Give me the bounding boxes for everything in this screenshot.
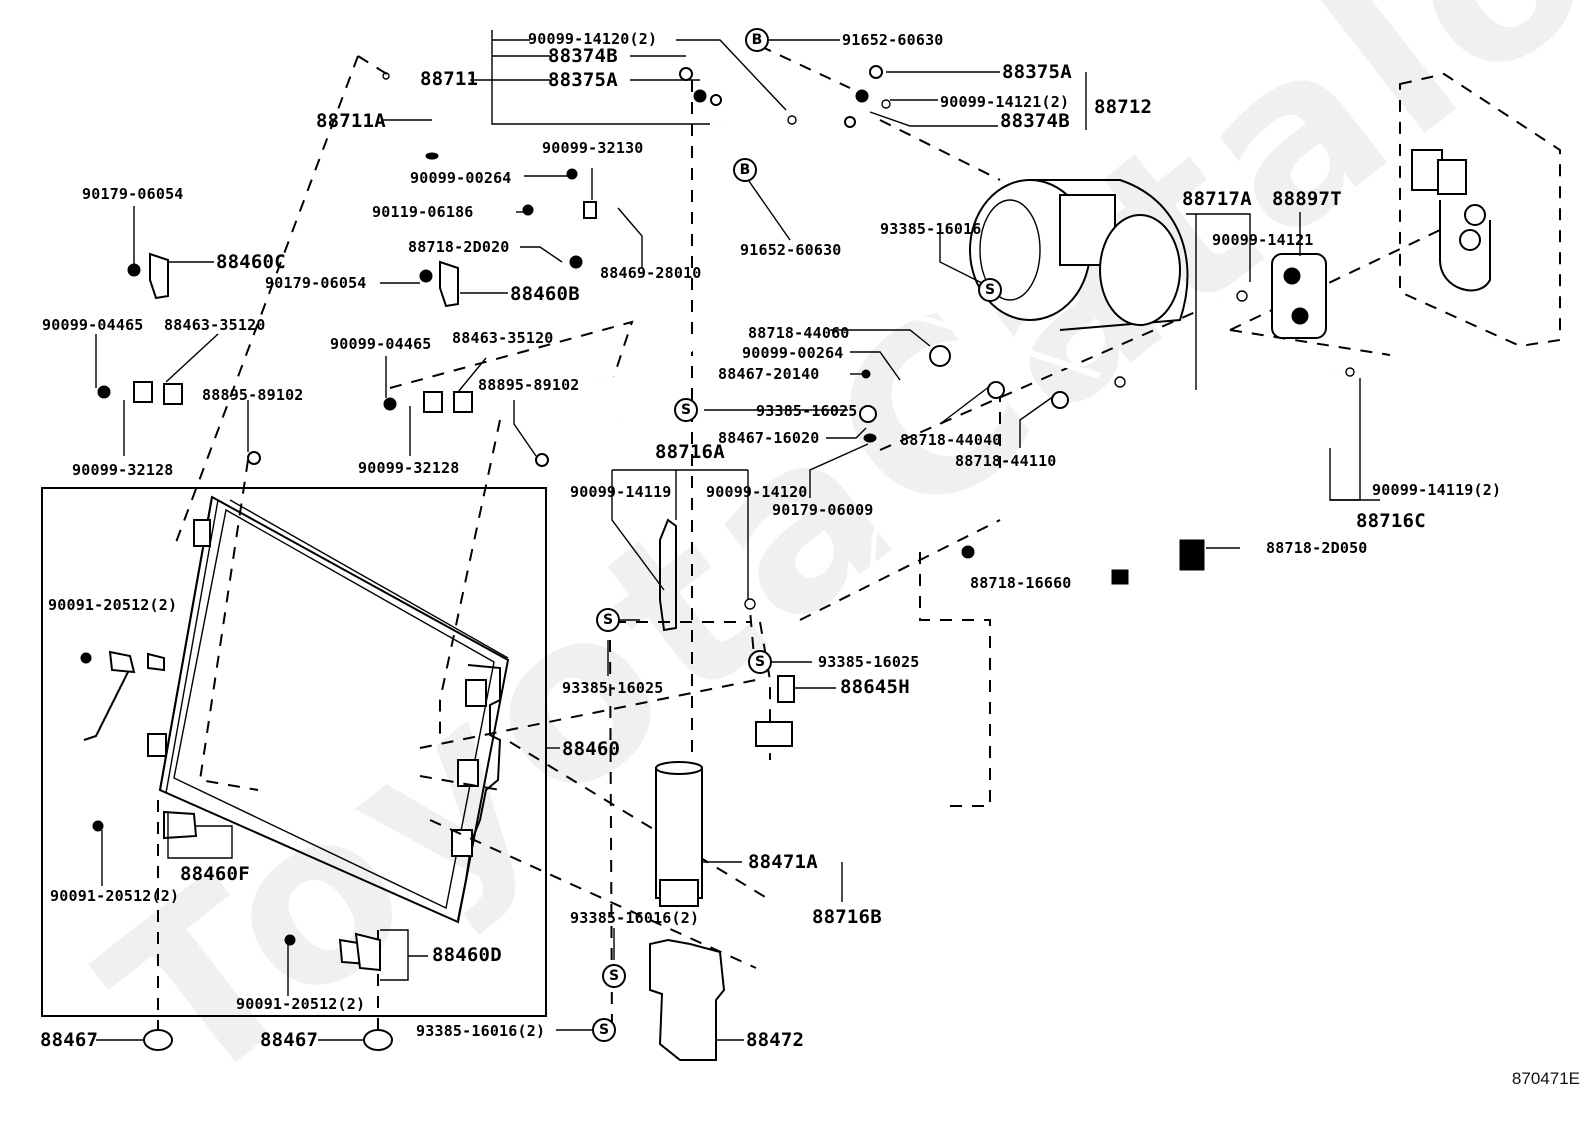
part-label-90099-14121[interactable]: 90099-14121	[1212, 231, 1314, 249]
part-label-90099-32130[interactable]: 90099-32130	[542, 139, 644, 157]
part-label-90179-06054-mid[interactable]: 90179-06054	[265, 274, 367, 292]
s-seal-symbol-bracket-lower: S	[592, 1018, 616, 1042]
part-label-90091-20512-2-b[interactable]: 90091-20512(2)	[50, 887, 180, 905]
leader-lines	[95, 30, 1380, 1041]
part-label-90099-14120[interactable]: 90099-14120	[706, 483, 808, 501]
hardware	[80, 65, 1355, 1051]
part-label-88467-left[interactable]: 88467	[40, 1029, 99, 1051]
pipes	[404, 79, 1343, 866]
part-label-93385-16016-2-a[interactable]: 93385-16016(2)	[570, 909, 700, 927]
part-label-88469-28010[interactable]: 88469-28010	[600, 264, 702, 282]
part-label-88375A-top[interactable]: 88375A	[548, 69, 618, 91]
part-label-88460C[interactable]: 88460C	[216, 251, 286, 273]
pipe-88716B-lower	[783, 735, 944, 864]
part-label-88717A[interactable]: 88717A	[1182, 188, 1252, 210]
pipe-88716B	[599, 123, 721, 381]
part-label-88467-mid[interactable]: 88467	[260, 1029, 319, 1051]
part-label-91652-60630-top[interactable]: 91652-60630	[842, 31, 944, 49]
part-label-93385-16016-2-b[interactable]: 93385-16016(2)	[416, 1022, 546, 1040]
part-label-88374B-right[interactable]: 88374B	[1000, 110, 1070, 132]
pressure-switch	[755, 675, 795, 747]
part-label-88467-16020[interactable]: 88467-16020	[718, 429, 820, 447]
part-label-88718-2D050[interactable]: 88718-2D050	[1266, 539, 1368, 557]
part-label-90099-32128-left[interactable]: 90099-32128	[72, 461, 174, 479]
part-label-90099-04465-mid[interactable]: 90099-04465	[330, 335, 432, 353]
pipe-88716A	[659, 518, 677, 632]
part-label-93385-16025-c[interactable]: 93385-16025	[562, 679, 664, 697]
part-label-90179-06054-left[interactable]: 90179-06054	[82, 185, 184, 203]
evaporator-unit	[1399, 72, 1561, 348]
part-label-88718-2D020[interactable]: 88718-2D020	[408, 238, 510, 256]
part-label-88716A[interactable]: 88716A	[655, 441, 725, 463]
part-label-91652-60630-mid[interactable]: 91652-60630	[740, 241, 842, 259]
b-plug-symbol-top: B	[745, 28, 769, 52]
part-label-88897T[interactable]: 88897T	[1272, 188, 1342, 210]
part-label-90099-00264-mid[interactable]: 90099-00264	[742, 344, 844, 362]
part-label-88460F[interactable]: 88460F	[180, 863, 250, 885]
part-label-88463-35120-mid[interactable]: 88463-35120	[452, 329, 554, 347]
diagram-code: 870471E	[1511, 1069, 1580, 1088]
part-label-88716B[interactable]: 88716B	[812, 906, 882, 928]
b-plug-symbol-mid: B	[733, 158, 757, 182]
part-label-88460B[interactable]: 88460B	[510, 283, 580, 305]
part-label-88712[interactable]: 88712	[1094, 96, 1153, 118]
part-label-88472[interactable]: 88472	[746, 1029, 805, 1051]
part-label-88374B-top[interactable]: 88374B	[548, 45, 618, 67]
part-label-88716C[interactable]: 88716C	[1356, 510, 1426, 532]
part-label-90091-20512-2-c[interactable]: 90091-20512(2)	[236, 995, 366, 1013]
s-seal-symbol-bracket-upper: S	[602, 964, 626, 988]
part-label-88718-44110[interactable]: 88718-44110	[955, 452, 1057, 470]
part-label-90099-14121-2[interactable]: 90099-14121(2)	[940, 93, 1070, 111]
part-label-88467-20140[interactable]: 88467-20140	[718, 365, 820, 383]
s-seal-symbol-compressor: S	[978, 278, 1002, 302]
compressor	[969, 179, 1189, 331]
condenser	[147, 495, 510, 924]
diagram-drawing	[41, 30, 1561, 1061]
part-label-88895-89102-left[interactable]: 88895-89102	[202, 386, 304, 404]
part-label-90099-04465-left[interactable]: 90099-04465	[42, 316, 144, 334]
part-label-88375A-right[interactable]: 88375A	[1002, 61, 1072, 83]
part-label-93385-16025-a[interactable]: 93385-16025	[756, 402, 858, 420]
part-label-90179-06009[interactable]: 90179-06009	[772, 501, 874, 519]
parts-diagram: ToyotaCatalog	[40, 0, 1592, 1140]
part-label-88711[interactable]: 88711	[420, 68, 479, 90]
part-label-90099-14120-2-top[interactable]: 90099-14120(2)	[528, 30, 658, 48]
part-label-90099-14119[interactable]: 90099-14119	[570, 483, 672, 501]
part-label-88645H[interactable]: 88645H	[840, 676, 910, 698]
part-label-90099-14119-2[interactable]: 90099-14119(2)	[1372, 481, 1502, 499]
part-label-93385-16016[interactable]: 93385-16016	[880, 220, 982, 238]
part-label-88460[interactable]: 88460	[562, 738, 621, 760]
part-label-88718-16660[interactable]: 88718-16660	[970, 574, 1072, 592]
part-label-90099-32128-mid[interactable]: 90099-32128	[358, 459, 460, 477]
part-label-93385-16025-b[interactable]: 93385-16025	[818, 653, 920, 671]
part-label-88895-89102-mid[interactable]: 88895-89102	[478, 376, 580, 394]
s-seal-symbol-88645H: S	[748, 650, 772, 674]
part-label-88718-44060[interactable]: 88718-44060	[748, 324, 850, 342]
s-seal-symbol-88467: S	[674, 398, 698, 422]
part-label-90099-00264-top[interactable]: 90099-00264	[410, 169, 512, 187]
part-label-88463-35120-left[interactable]: 88463-35120	[164, 316, 266, 334]
receiver-dryer	[655, 761, 703, 907]
part-label-88711A[interactable]: 88711A	[316, 110, 386, 132]
part-label-88471A[interactable]: 88471A	[748, 851, 818, 873]
part-label-90091-20512-2-a[interactable]: 90091-20512(2)	[48, 596, 178, 614]
condenser-group-frame	[41, 487, 547, 1017]
s-seal-symbol-88716A: S	[596, 608, 620, 632]
part-label-88718-44040[interactable]: 88718-44040	[900, 431, 1002, 449]
part-label-88460D[interactable]: 88460D	[432, 944, 502, 966]
receiver-bracket	[649, 938, 726, 1061]
part-label-90119-06186[interactable]: 90119-06186	[372, 203, 474, 221]
expansion-valve	[1271, 253, 1327, 339]
